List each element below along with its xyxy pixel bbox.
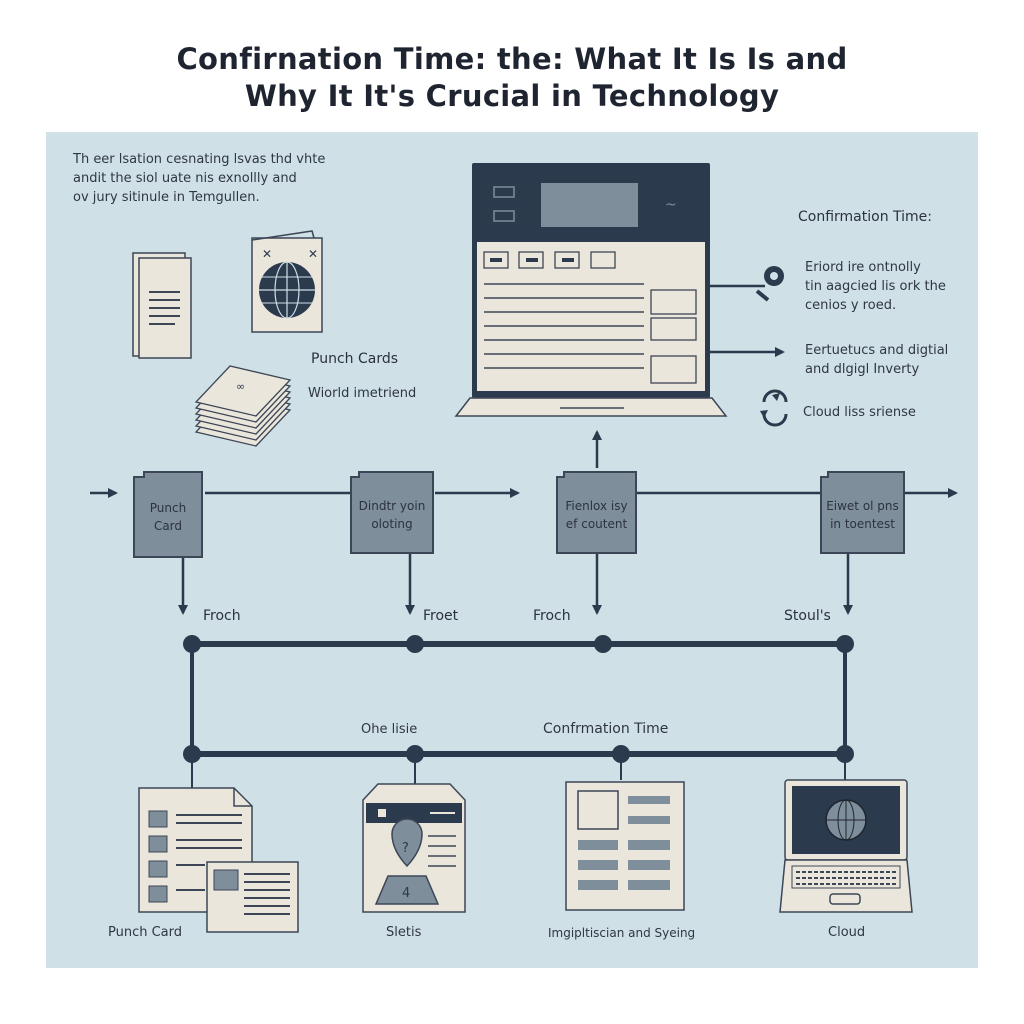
cloud-sync-icon: [760, 389, 788, 427]
flow-block-1-line1: Punch: [149, 501, 187, 515]
timeline-label-1: Froch: [203, 608, 241, 624]
flow-block-1-line2: Card: [153, 519, 183, 533]
punch-card-documents-icon: [138, 787, 299, 933]
svg-text:∞: ∞: [236, 380, 245, 393]
right-item1-line3: cenios y roed.: [805, 298, 897, 313]
flow-block-3-line2: ef coutent: [565, 517, 628, 531]
world-label: Wiorld imetriend: [308, 386, 417, 401]
form-document-icon: [565, 781, 685, 911]
flow-block-3-line1: Fienlox isy: [565, 499, 628, 513]
svg-text:~: ~: [665, 197, 677, 213]
timeline-mid-label-left: Ohe lisie: [361, 722, 418, 737]
page-title-line-2: Why It It's Crucial in Technology: [244, 79, 780, 113]
flow-block-4-line2: in toentest: [830, 517, 895, 531]
right-heading: Confirmation Time:: [798, 209, 933, 225]
timeline-label-2: Froet: [423, 608, 459, 624]
intro-text-line-2: andit the siol uate nis exnollly and: [73, 171, 297, 186]
bottom-label-3: Imgipltiscian and Syeing: [548, 926, 696, 940]
right-item1-line2: tin aagcied lis ork the: [805, 279, 946, 294]
flow-block-4-line1: Eiwet ol pns: [826, 499, 899, 513]
cloud-laptop-icon: [779, 779, 913, 913]
gear-icon: [755, 266, 784, 302]
right-item2-line1: Eertuetucs and digtial: [805, 343, 949, 358]
svg-text:4: 4: [402, 886, 410, 901]
intro-text-line-3: ov jury sitinule in Temgullen.: [73, 190, 260, 205]
timeline-label-4: Stoul's: [784, 608, 831, 624]
flow-block-2-line2: oloting: [371, 517, 413, 531]
right-item2-line2: and dlgigl Inverty: [805, 362, 920, 377]
bottom-label-2: Sletis: [386, 925, 422, 940]
intro-text-line-1: Th eer lsation cesnating lsvas thd vhte: [73, 152, 326, 167]
timeline-label-3: Froch: [533, 608, 571, 624]
bottom-label-4: Cloud: [828, 925, 866, 940]
flow-block-2-line1: Dindtr yoin: [358, 499, 426, 513]
flow-block-3: Fienlox isy ef coutent: [556, 471, 637, 554]
svg-text:✕: ✕: [308, 247, 318, 261]
right-item1-line1: Eriord ire ontnolly: [805, 260, 921, 275]
punch-card-stack-icon: ∞: [194, 365, 292, 447]
svg-text:✕: ✕: [262, 247, 272, 261]
timeline-mid-label-center: Confrmation Time: [543, 721, 669, 737]
punch-cards-label: Punch Cards: [311, 351, 399, 367]
laptop-computer-icon: ~: [454, 163, 728, 417]
page-title-line-1: Confirnation Time: the: What It Is Is an…: [176, 42, 848, 76]
flow-block-2: Dindtr yoin oloting: [350, 471, 434, 554]
flow-block-4: Eiwet ol pns in toentest: [820, 471, 905, 554]
svg-text:?: ?: [402, 841, 409, 856]
right-item3: Cloud liss sriense: [803, 405, 916, 420]
bottom-label-1: Punch Card: [108, 925, 183, 940]
document-stack-icon: [132, 252, 192, 359]
slate-tablet-icon: ? 4: [362, 783, 466, 913]
globe-card-icon: ✕ ✕: [251, 230, 323, 333]
